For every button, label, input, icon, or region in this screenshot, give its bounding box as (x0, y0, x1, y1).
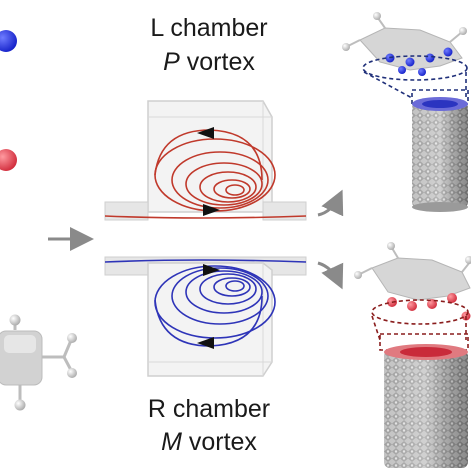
top-chamber-name: L chamber (150, 14, 268, 42)
molecule-icon (0, 314, 77, 411)
r-chamber (104, 256, 307, 377)
top-chamber-label: L chamber (126, 14, 292, 43)
bottom-chamber-name: R chamber (147, 395, 271, 423)
bottom-chamber-label: R chamber (126, 395, 292, 424)
top-vortex-letter: P (163, 48, 180, 76)
molecule-icon (342, 12, 467, 71)
l-chamber (104, 100, 307, 221)
curved-arrow-bottom (317, 261, 344, 290)
zoom-lines-red (371, 299, 469, 351)
red-sphere-icon (0, 149, 17, 171)
blue-sphere-icon (0, 30, 17, 52)
nanotube-icon (412, 97, 468, 212)
red-sphere-icon (387, 293, 471, 321)
nanotube-icon (384, 344, 468, 468)
bottom-vortex-label: M vortex (126, 428, 292, 457)
top-vortex-label: P vortex (126, 48, 292, 77)
molecule-icon (354, 242, 471, 301)
red-flow-arrows (197, 127, 220, 216)
bottom-vortex-word: vortex (181, 428, 257, 456)
bottom-vortex-letter: M (161, 428, 182, 456)
top-vortex-word: vortex (179, 48, 255, 76)
blue-flow-arrows (197, 264, 220, 349)
curved-arrow-top (317, 189, 344, 217)
